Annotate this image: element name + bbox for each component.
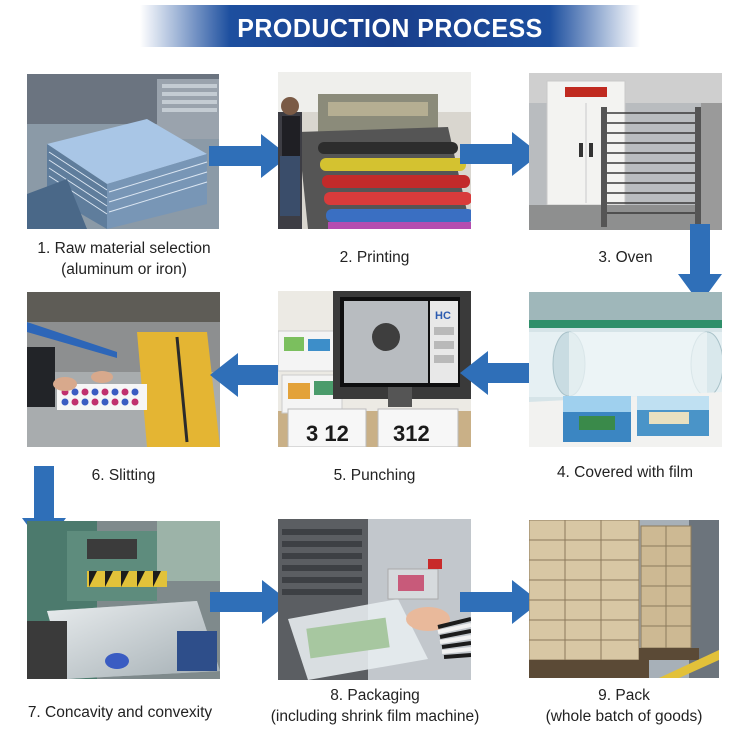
- caption-line: 1. Raw material selection: [37, 240, 211, 257]
- caption-step-7: 7. Concavity and convexity: [5, 702, 235, 723]
- arrow-right-icon: [210, 580, 290, 624]
- caption-step-5: 5. Punching: [278, 465, 471, 486]
- photo-covered-film: [529, 292, 722, 447]
- photo-concavity-convexity: [27, 521, 220, 679]
- plate-number-text: 3 12: [306, 421, 349, 446]
- caption-line: (whole batch of goods): [545, 708, 703, 725]
- plate-number-text: 312: [393, 421, 430, 446]
- arrow-right-icon: [460, 580, 540, 624]
- caption-step-4: 4. Covered with film: [520, 462, 730, 483]
- title-banner: PRODUCTION PROCESS: [140, 5, 640, 47]
- arrow-right-icon: [209, 134, 289, 178]
- caption-step-3: 3. Oven: [529, 247, 722, 268]
- caption-step-2: 2. Printing: [278, 247, 471, 268]
- photo-packaging: [278, 519, 471, 680]
- photo-oven: [529, 73, 722, 230]
- caption-step-8: 8. Packaging (including shrink film mach…: [245, 685, 505, 727]
- arrow-right-icon: [460, 132, 540, 176]
- page-title: PRODUCTION PROCESS: [237, 13, 543, 43]
- caption-line: 6. Slitting: [91, 467, 156, 484]
- caption-line: 8. Packaging: [330, 687, 420, 704]
- photo-printing: [278, 72, 471, 229]
- caption-line: 4. Covered with film: [556, 464, 694, 481]
- arrow-left-icon: [210, 353, 290, 397]
- photo-punching: 3 12 312 HC: [278, 291, 471, 447]
- brand-mark-text: HC: [435, 310, 451, 322]
- arrow-left-icon: [460, 351, 540, 395]
- caption-line: 2. Printing: [339, 249, 410, 266]
- caption-step-6: 6. Slitting: [27, 465, 220, 486]
- caption-step-9: 9. Pack (whole batch of goods): [515, 685, 733, 727]
- caption-line: (aluminum or iron): [61, 261, 187, 278]
- caption-step-1: 1. Raw material selection (aluminum or i…: [15, 238, 233, 280]
- caption-line: 9. Pack: [598, 687, 650, 704]
- caption-line: (including shrink film machine): [270, 708, 480, 725]
- photo-pack: [529, 520, 719, 678]
- photo-raw-material: [27, 74, 219, 229]
- caption-line: 3. Oven: [598, 249, 653, 266]
- caption-line: 5. Punching: [333, 467, 416, 484]
- arrow-down-icon: [678, 224, 722, 304]
- photo-slitting: [27, 292, 220, 447]
- caption-line: 7. Concavity and convexity: [27, 704, 213, 721]
